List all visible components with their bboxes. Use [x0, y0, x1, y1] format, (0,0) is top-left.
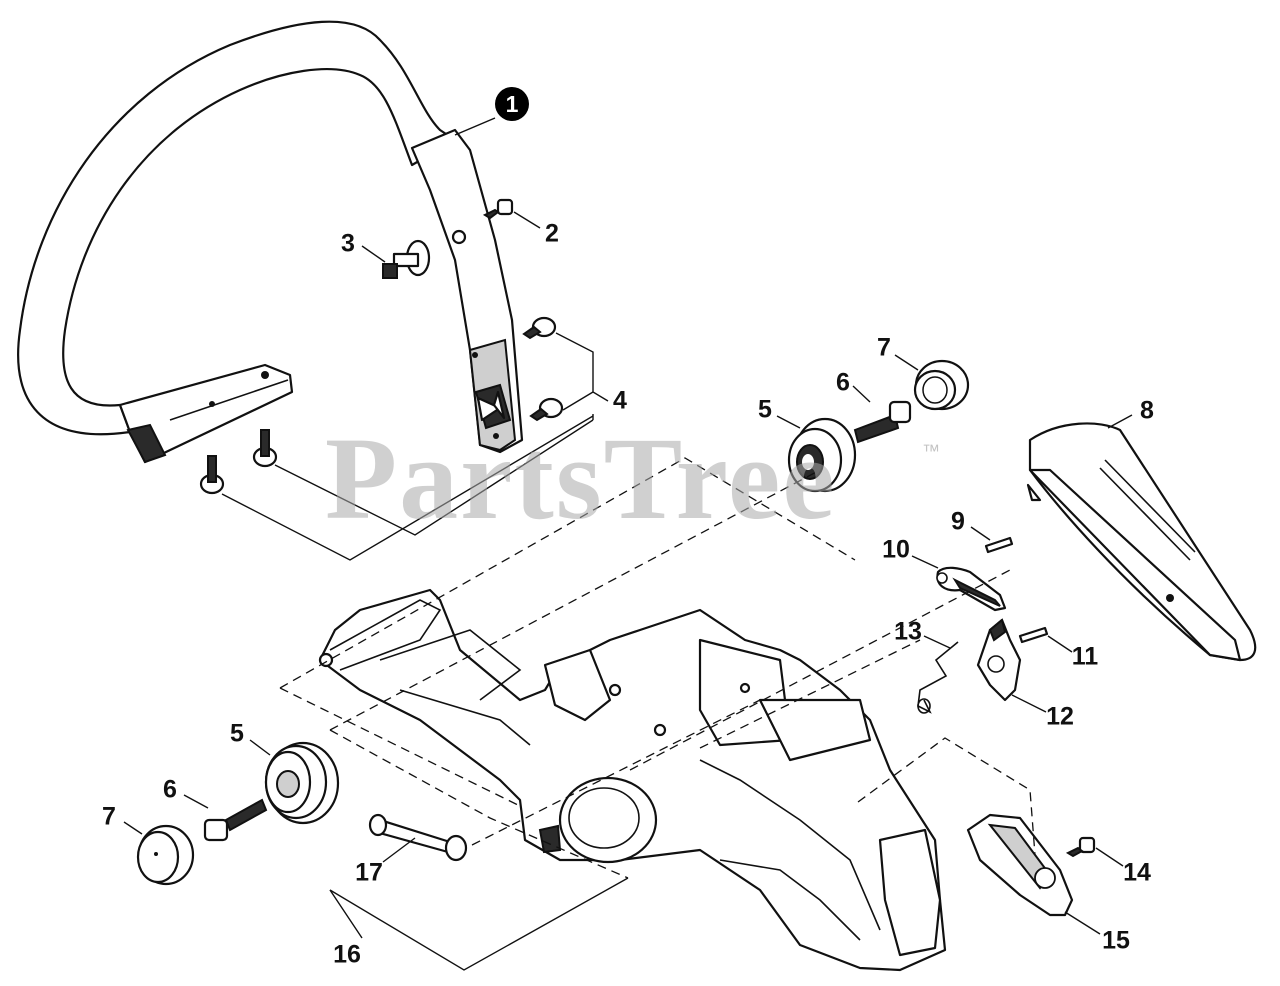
part-17-pin[interactable] [368, 813, 468, 862]
part-3-shoulder-bolt[interactable] [382, 239, 431, 279]
callout-15: 15 [1102, 926, 1130, 955]
part-5-vibration-mount-upper[interactable] [787, 417, 857, 493]
callout-11: 11 [1071, 642, 1099, 671]
callout-14: 14 [1123, 858, 1151, 887]
part-11-pin[interactable] [1018, 626, 1049, 644]
leader-lines [123, 117, 1133, 971]
callout-6: 6 [836, 368, 850, 397]
callout-2: 2 [545, 219, 559, 248]
callout-3: 3 [341, 229, 355, 258]
part-16-clutch-cover[interactable] [318, 588, 947, 972]
part-8-guide-cover[interactable] [1026, 422, 1257, 662]
callout-7: 7 [102, 802, 116, 831]
assembly-dashed-lines [279, 457, 1036, 879]
part-2-screw[interactable] [482, 198, 514, 220]
part-6-bolt-upper[interactable] [853, 400, 912, 444]
part-5-vibration-mount-lower[interactable] [264, 741, 340, 825]
callout-17: 17 [355, 858, 383, 887]
callout-6: 6 [163, 775, 177, 804]
callout-9: 9 [951, 507, 965, 536]
callout-12: 12 [1046, 702, 1074, 731]
part-10-lever[interactable] [936, 566, 1007, 612]
callout-16: 16 [333, 940, 361, 969]
part-7-cap-upper[interactable] [913, 359, 970, 411]
part-1-hand-guard[interactable] [17, 20, 524, 464]
part-14-screw[interactable] [1065, 836, 1096, 858]
callout-4: 4 [613, 386, 627, 415]
callout-7: 7 [877, 333, 891, 362]
trademark-symbol: ™ [922, 441, 940, 461]
part-7-cap-lower[interactable] [136, 824, 195, 886]
callout-5: 5 [758, 395, 772, 424]
part-4-screws[interactable] [199, 316, 564, 495]
callout-10: 10 [882, 535, 910, 564]
callout-1: 1 [495, 87, 529, 121]
part-15-plate[interactable] [966, 813, 1074, 917]
part-13-spring[interactable] [917, 641, 959, 714]
watermark: PartsTree [325, 413, 837, 544]
callout-8: 8 [1140, 396, 1154, 425]
part-9-pin[interactable] [984, 536, 1014, 554]
part-6-bolt-lower[interactable] [203, 798, 268, 842]
callout-13: 13 [894, 617, 922, 646]
part-12-pawl[interactable] [976, 618, 1022, 702]
callout-5: 5 [230, 719, 244, 748]
